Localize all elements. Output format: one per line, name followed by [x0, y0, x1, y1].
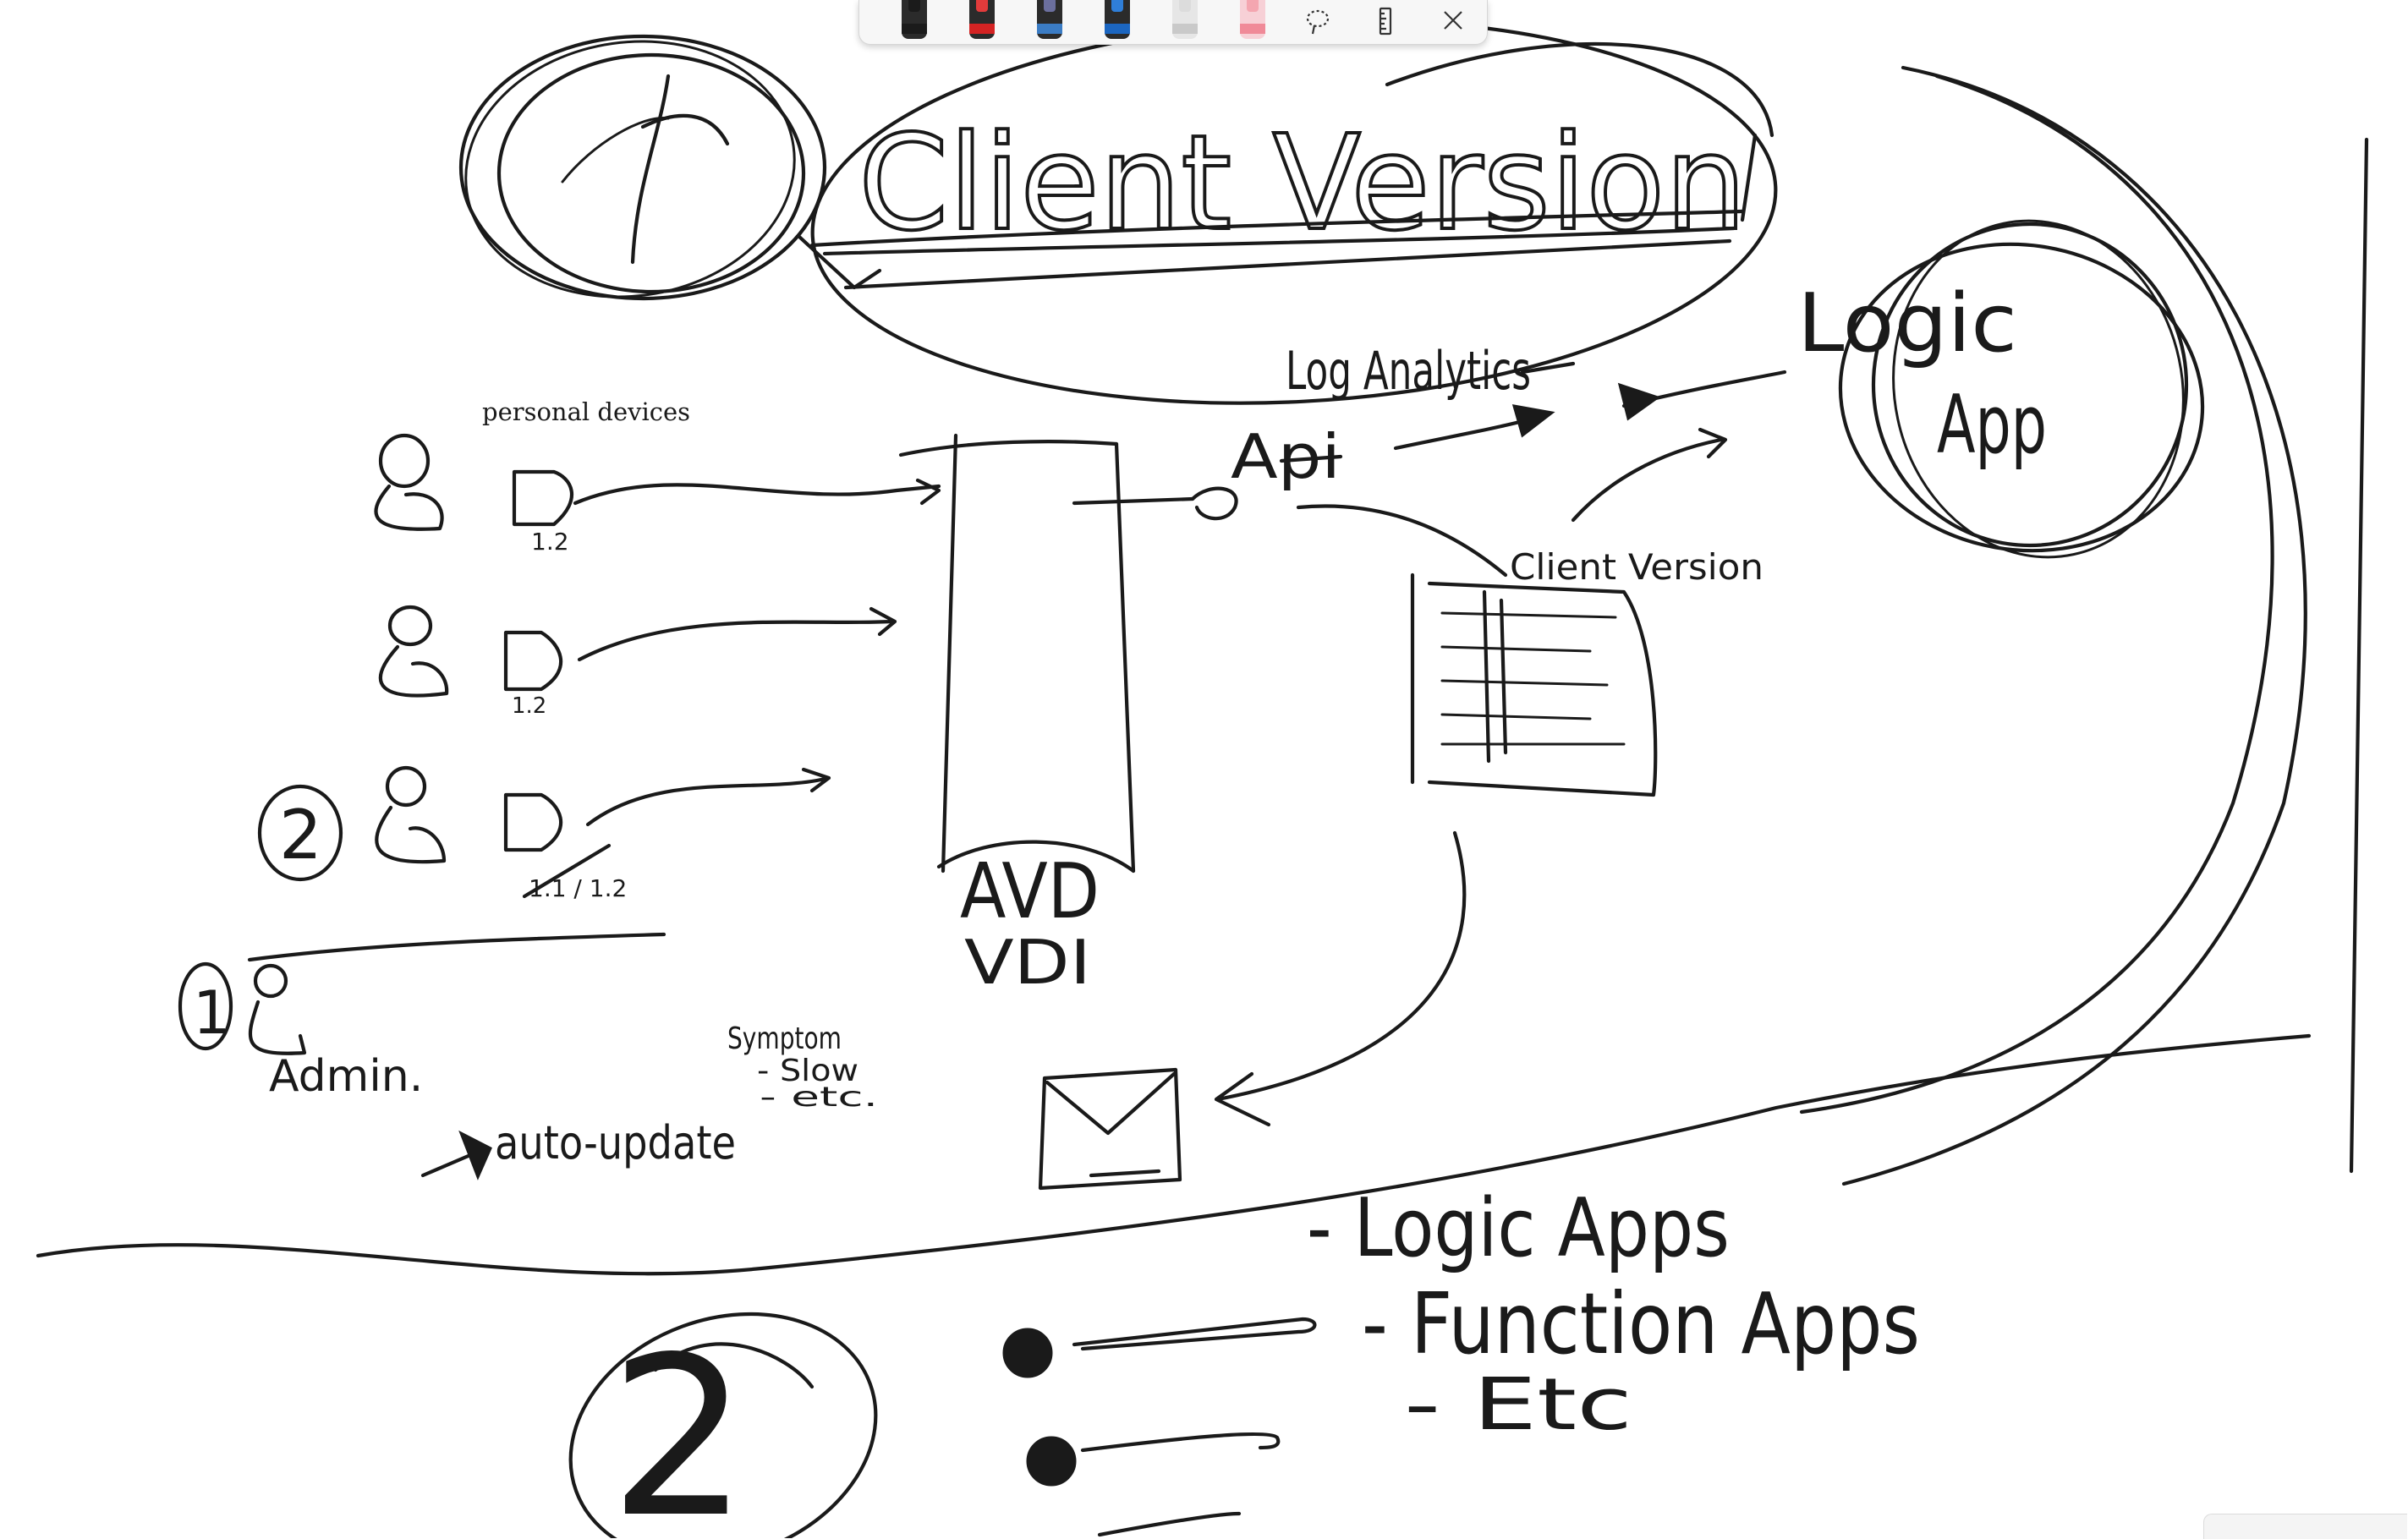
user-figure-3	[375, 765, 447, 864]
admin-label: Admin.	[269, 1051, 423, 1102]
device-2	[503, 630, 563, 692]
circled-two-big-label: 2	[609, 1311, 749, 1538]
blue-pen-icon[interactable]	[1081, 0, 1149, 44]
corner-panel	[2203, 1514, 2407, 1539]
email-envelope-icon	[1038, 1067, 1182, 1191]
log-analytics-label: Log Analytics	[1286, 340, 1531, 402]
client-version-small-label: Client Version	[1510, 546, 1763, 588]
vdi-label: VDI	[964, 927, 1091, 998]
circled-number-one-small	[178, 961, 233, 1051]
auto-update-label: auto-update	[495, 1116, 736, 1169]
galaxy-pen-icon[interactable]	[1013, 0, 1081, 44]
bullet-arrow-2	[1026, 1432, 1281, 1487]
arrow-api-to-logic-app	[1393, 370, 1787, 523]
client-version-title: Client Version	[858, 107, 1747, 260]
device-3	[503, 792, 612, 899]
lasso-select-icon[interactable]	[1284, 0, 1352, 44]
red-pen-icon[interactable]	[946, 0, 1013, 44]
logic-app-label-line2: App	[1937, 379, 2047, 472]
device-label-1: 1.2	[531, 528, 569, 556]
section-separator	[36, 1033, 2312, 1276]
black-pen-icon[interactable]	[878, 0, 946, 44]
avd-vdi-tower	[898, 433, 1238, 874]
circled-number-one	[458, 34, 827, 301]
user-figure-2	[378, 605, 449, 698]
user-figure-1	[374, 433, 444, 531]
logic-apps-bullet: - Logic Apps	[1307, 1182, 1730, 1275]
logic-app-label-line1: Logic	[1797, 277, 2017, 370]
ink-toolbar	[858, 0, 1488, 45]
circled-one-small-label: 1	[193, 978, 231, 1048]
symptom-label: Symptom	[727, 1021, 842, 1056]
bullet-arrow-1	[1002, 1317, 1317, 1378]
api-to-document-line	[1296, 504, 1508, 578]
ruler-icon[interactable]	[1352, 0, 1419, 44]
etc-small-label: - etc.	[760, 1081, 878, 1113]
right-boundary-arc	[1799, 65, 2369, 1186]
circled-number-two-big	[568, 1312, 878, 1538]
device-label-2: 1.2	[512, 693, 546, 719]
etc-bullet: - Etc	[1404, 1363, 1632, 1447]
circled-number-two-small	[257, 784, 343, 882]
avd-label: AVD	[960, 847, 1100, 936]
admin-figure	[248, 963, 307, 1055]
admin-divider	[247, 932, 666, 962]
function-apps-bullet: - Function Apps	[1362, 1274, 1920, 1373]
highlighter-icon[interactable]	[1216, 0, 1284, 44]
pencil-icon[interactable]	[1149, 0, 1216, 44]
document-to-email-arrow	[1214, 830, 1467, 1127]
bullet-arrow-3	[1097, 1511, 1242, 1537]
close-icon[interactable]	[1419, 0, 1487, 44]
slow-label: - Slow	[757, 1054, 858, 1088]
device-label-3: 1.1 / 1.2	[529, 874, 627, 902]
auto-update-arrow	[420, 1130, 492, 1180]
personal-devices-label: personal devices	[482, 397, 690, 426]
client-version-document	[1410, 572, 1658, 797]
logic-app-circle	[1838, 219, 2205, 559]
circled-two-label: 2	[279, 796, 322, 874]
device-1	[512, 469, 573, 527]
